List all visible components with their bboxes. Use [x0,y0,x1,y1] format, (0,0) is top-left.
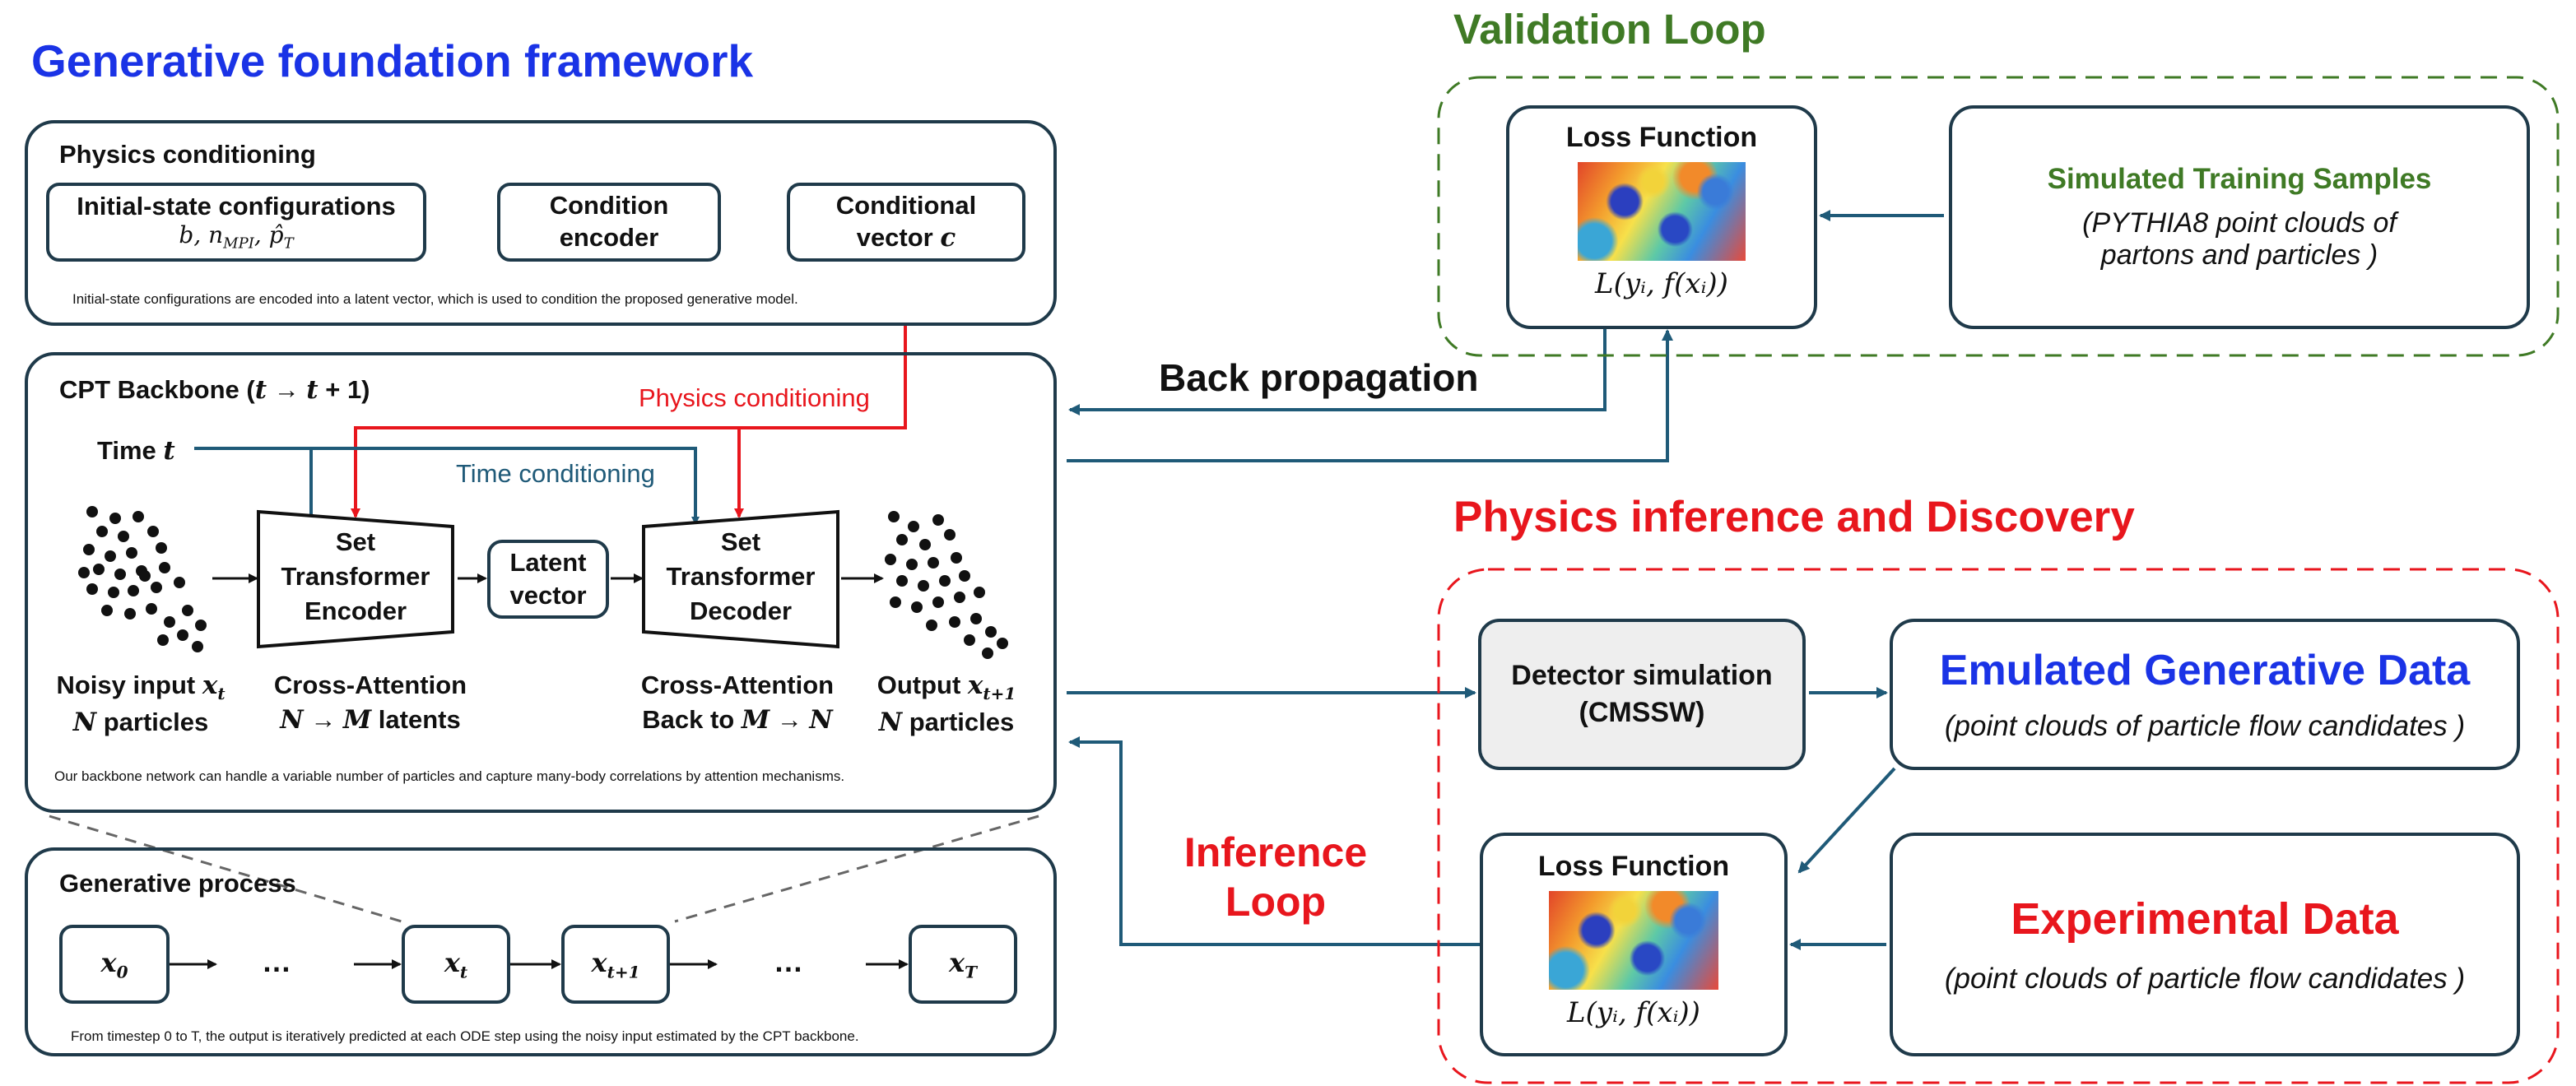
inference-loss-surface-image [1549,891,1718,990]
simulated-samples-desc-1: (PYTHIA8 point clouds of [2082,207,2397,239]
simulated-samples-desc-2: partons and particles ) [2100,239,2378,271]
framework-title: Generative foundation framework [31,35,754,86]
zoom-line-left [49,814,402,923]
output-cloud [885,511,1008,659]
zoom-line-right [674,814,1039,923]
arrow-output-to-validation-loss [1067,329,1673,462]
cpt-backbone-title: CPT Backbone (t → t + 1) [59,375,370,405]
back-propagation-label: Back propagation [1159,356,1479,399]
emulated-data-desc: (point clouds of particle flow candidate… [1944,710,2466,742]
noisy-input-cloud [78,506,207,652]
experimental-data-title: Experimental Data [2011,894,2399,944]
step-ellipsis-1: … [262,944,291,978]
validation-loss-formula: L(yᵢ, f(xᵢ)) [1595,267,1728,300]
initial-state-vars: b, nMPI, p̂T [179,221,294,253]
step-xt1: xt+1 [561,925,670,1004]
validation-loss-surface-image [1578,162,1746,261]
initial-state-title: Initial-state configurations [77,192,396,221]
step-x0: x0 [59,925,170,1004]
cpt-backbone-panel: CPT Backbone (t → t + 1) Physics conditi… [25,352,1057,813]
step-xt: xt [402,925,510,1004]
validation-loop-title: Validation Loop [1453,6,1766,53]
emulated-data-title: Emulated Generative Data [1939,647,2471,694]
physics-conditioning-label: Physics conditioning [639,383,870,412]
validation-loss-box: Loss Function L(yᵢ, f(xᵢ)) [1506,105,1817,329]
validation-loss-title: Loss Function [1565,122,1758,153]
time-label: Time t [97,436,175,466]
generative-process-title: Generative process [59,869,296,898]
generative-process-note: From timestep 0 to T, the output is iter… [71,1028,859,1044]
simulated-samples-box: Simulated Training Samples (PYTHIA8 poin… [1949,105,2530,329]
physics-conditioning-panel: Physics conditioning Initial-state confi… [25,120,1057,326]
detector-simulation-label-1: Detector simulation [1511,660,1773,691]
physics-conditioning-title: Physics conditioning [59,140,316,169]
validation-loop-container [1437,76,2560,357]
encoder-shape [257,509,454,649]
generative-process-panel: Generative process From timestep 0 to T,… [25,847,1057,1056]
inference-title: Physics inference and Discovery [1453,493,2135,541]
initial-state-box: Initial-state configurations b, nMPI, p̂… [46,183,426,262]
inference-loss-title: Loss Function [1537,851,1730,882]
detector-simulation-label-2: (CMSSW) [1579,697,1705,728]
physics-conditioning-note: Initial-state configurations are encoded… [72,291,798,307]
experimental-data-desc: (point clouds of particle flow candidate… [1944,963,2466,995]
time-conditioning-line [194,447,700,525]
backbone-note: Our backbone network can handle a variab… [54,768,845,784]
simulated-samples-title: Simulated Training Samples [2047,163,2432,195]
physics-conditioning-line-enc [351,262,907,518]
condition-encoder-label: Condition encoder [549,191,669,252]
time-conditioning-label: Time conditioning [456,459,655,488]
decoder-shape [642,509,839,649]
condition-encoder-box: Condition encoder [497,183,721,262]
step-ellipsis-2: … [774,944,803,978]
experimental-data-box: Experimental Data (point clouds of parti… [1890,833,2520,1056]
inference-container [1437,568,2560,1084]
detector-simulation-box: Detector simulation (CMSSW) [1478,619,1806,770]
inference-loop-label-2: Loop [1225,879,1327,925]
step-xT: xT [909,925,1017,1004]
inference-loss-box: Loss Function L(yᵢ, f(xᵢ)) [1480,833,1788,1056]
inference-loop-label: Inference Loop [1152,828,1399,926]
emulated-data-box: Emulated Generative Data (point clouds o… [1890,619,2520,770]
inference-loop-label-1: Inference [1183,829,1368,875]
arrow-inference-loop [1068,736,1480,946]
arrow-emulated-to-loss [1797,767,1896,874]
inference-loss-formula: L(yᵢ, f(xᵢ)) [1567,996,1700,1029]
